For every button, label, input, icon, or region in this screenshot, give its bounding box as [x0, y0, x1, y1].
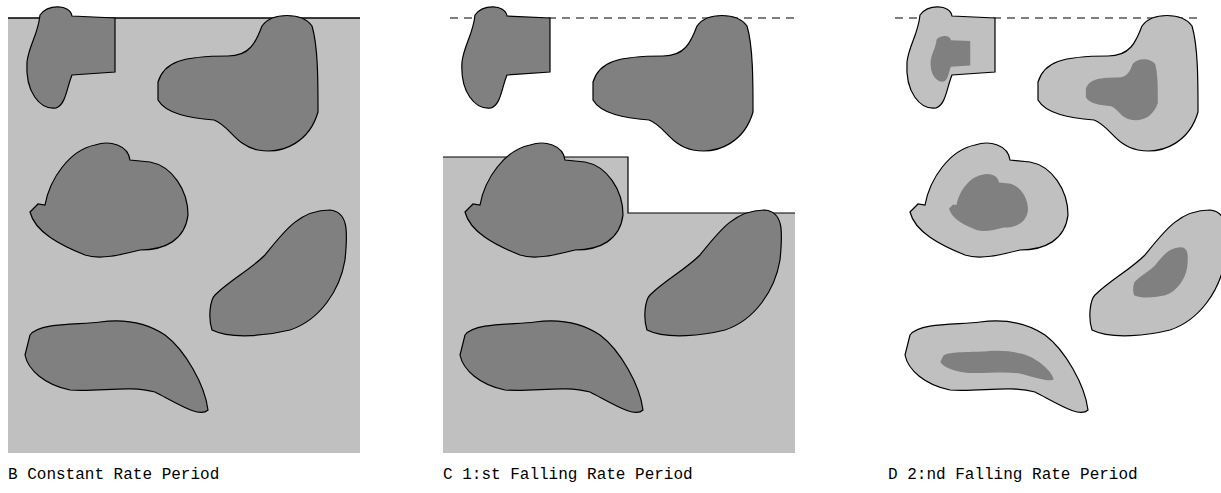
- wet-shells: [905, 7, 1221, 413]
- particles: [25, 7, 346, 413]
- panel-second-falling: [895, 7, 1221, 413]
- particles: [460, 7, 781, 413]
- panel-first-falling: [443, 7, 795, 453]
- panel-caption: D 2:nd Falling Rate Period: [888, 466, 1138, 485]
- panel-constant-rate: [8, 7, 360, 453]
- panel-caption: C 1:st Falling Rate Period: [443, 466, 693, 485]
- panel-caption: B Constant Rate Period: [8, 466, 219, 485]
- dry-cores: [931, 36, 1188, 380]
